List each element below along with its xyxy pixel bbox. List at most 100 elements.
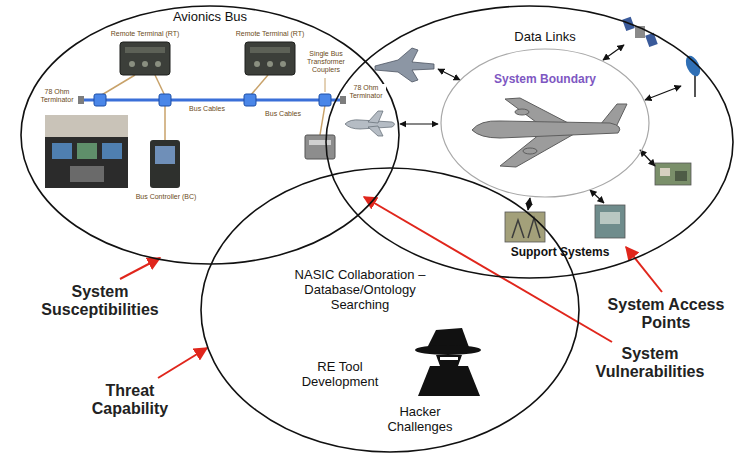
part-label: Bus Cables bbox=[258, 110, 308, 118]
remote-terminal-icon bbox=[245, 42, 295, 75]
part-label: Remote Terminal (RT) bbox=[225, 30, 315, 38]
data-link-arrow bbox=[528, 198, 530, 210]
data-link-arrow bbox=[640, 150, 655, 166]
connector-dot bbox=[267, 61, 273, 67]
support-photo bbox=[595, 205, 625, 238]
terminal-box bbox=[120, 42, 170, 75]
ellipse-outline bbox=[200, 167, 580, 453]
data-link-arrow bbox=[645, 86, 681, 100]
ellipse-region: Avionics Bus bbox=[20, 5, 400, 265]
ellipse-outline bbox=[20, 5, 400, 265]
ellipse-region: Data LinksSupport SystemsSystem Boundary bbox=[325, 5, 734, 279]
bus-line bbox=[82, 99, 342, 102]
leader-line bbox=[325, 78, 326, 92]
recorder-icon bbox=[305, 135, 335, 159]
fighter-shape bbox=[375, 48, 434, 82]
part-label: Remote Terminal (RT) bbox=[100, 30, 190, 38]
callout-label: System Vulnerabilities bbox=[585, 345, 715, 382]
photo-frame bbox=[505, 212, 545, 242]
aircraft-fuselage bbox=[472, 121, 620, 138]
terminal-box bbox=[245, 42, 295, 75]
satellite-icon bbox=[622, 17, 658, 47]
region-heading: System Boundary bbox=[485, 73, 605, 87]
hacker-glasses bbox=[440, 357, 458, 360]
connector-dot bbox=[155, 61, 161, 67]
terminal-panel bbox=[250, 47, 290, 53]
callout-arrow bbox=[120, 258, 160, 279]
photo-detail bbox=[660, 168, 670, 176]
photo-frame bbox=[655, 163, 691, 185]
part-label: 78 Ohm Terminator bbox=[36, 88, 78, 104]
stub-cable bbox=[164, 105, 166, 140]
stub-cable bbox=[250, 75, 268, 96]
data-link-arrow bbox=[438, 69, 460, 80]
radar-mast bbox=[512, 218, 540, 238]
antenna-dish bbox=[683, 53, 703, 78]
radar-photo bbox=[505, 212, 545, 242]
part-label: Single Bus Transformer Couplers bbox=[298, 50, 354, 74]
ground-station-photo bbox=[655, 163, 691, 185]
aircraft-engine bbox=[523, 148, 537, 154]
callout-label: Threat Capability bbox=[80, 382, 180, 419]
coupler-icon bbox=[244, 94, 256, 106]
coupler-icon bbox=[94, 94, 106, 106]
controller-box bbox=[150, 140, 180, 188]
transport-icon bbox=[345, 111, 395, 136]
cockpit-screen bbox=[77, 143, 97, 159]
cockpit-window bbox=[45, 115, 128, 137]
photo-detail bbox=[675, 171, 687, 181]
transport-wing bbox=[368, 111, 383, 136]
region-text: Hacker Challenges bbox=[380, 405, 460, 435]
coupler-icon bbox=[159, 94, 171, 106]
ellipse-outline bbox=[326, 6, 733, 278]
aircraft-engine bbox=[515, 109, 529, 115]
aircraft-picture bbox=[472, 98, 627, 167]
circle-region: NASIC Collaboration – Database/Ontology … bbox=[200, 167, 580, 453]
hacker-icon bbox=[415, 328, 481, 396]
cockpit-screen bbox=[52, 143, 72, 159]
hacker-face bbox=[436, 355, 462, 366]
ellipse-outline bbox=[21, 6, 399, 264]
terminator-icon bbox=[78, 96, 84, 104]
stub-cable bbox=[320, 105, 325, 135]
stub-cables bbox=[100, 75, 325, 140]
region-heading: NASIC Collaboration – Database/Ontology … bbox=[280, 268, 440, 313]
connector-dot bbox=[254, 61, 260, 67]
data-link-arrow bbox=[603, 45, 624, 60]
recorder-slot bbox=[309, 140, 331, 145]
ellipse-outline bbox=[441, 49, 649, 197]
cockpit-ground bbox=[45, 115, 128, 188]
part-label: 78 Ohm Terminator bbox=[346, 84, 386, 100]
hacker-hat-brim bbox=[415, 345, 481, 355]
remote-terminal-icon bbox=[120, 42, 170, 75]
coupler-icon bbox=[319, 94, 331, 106]
callout-label: System Susceptibilities bbox=[30, 283, 170, 320]
connector-dot bbox=[142, 61, 148, 67]
data-link-arrows bbox=[400, 45, 681, 210]
part-label: Bus Cables bbox=[182, 105, 232, 113]
callout-label: System Access Points bbox=[600, 296, 732, 333]
ellipse-outline bbox=[440, 48, 650, 198]
ellipse-outline bbox=[201, 168, 579, 452]
data-link-arrow bbox=[400, 123, 438, 124]
hacker-cloak bbox=[418, 366, 480, 396]
couplers bbox=[94, 94, 331, 106]
callout-arrows bbox=[120, 197, 662, 378]
data-link-arrow bbox=[590, 190, 604, 203]
connector-dot bbox=[280, 61, 286, 67]
region-heading: Avionics Bus bbox=[150, 10, 270, 25]
boundary-ellipse: System Boundary bbox=[440, 48, 650, 198]
connector-dot bbox=[129, 61, 135, 67]
stub-cable bbox=[100, 75, 135, 96]
aircraft-wing bbox=[500, 134, 574, 167]
region-text: RE Tool Development bbox=[285, 360, 395, 390]
stub-cable bbox=[155, 75, 165, 96]
bus-controller-icon bbox=[150, 140, 180, 188]
avionics-bus-figure bbox=[45, 42, 346, 188]
cockpit-console bbox=[70, 166, 104, 182]
recorder-box bbox=[305, 135, 335, 159]
fighter-icon bbox=[375, 48, 434, 82]
photo-frame bbox=[595, 205, 625, 238]
cockpit-screen bbox=[102, 143, 122, 159]
controller-screen bbox=[155, 146, 175, 164]
